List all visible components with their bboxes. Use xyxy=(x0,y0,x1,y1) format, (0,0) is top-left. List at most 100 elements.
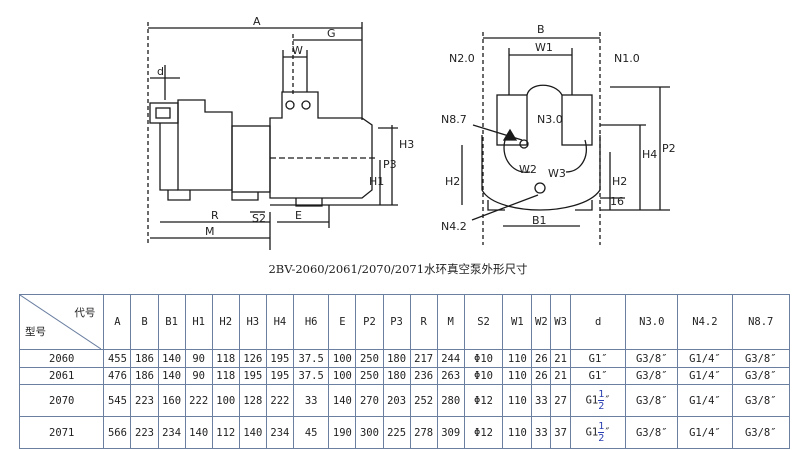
dim-label-h4: H4 xyxy=(642,148,657,161)
table-cell: 195 xyxy=(265,367,294,385)
table-cell: 33 xyxy=(531,384,552,417)
column-header: H4 xyxy=(265,294,294,350)
table-cell: 26 xyxy=(531,367,552,385)
table-cell: 21 xyxy=(550,367,572,385)
column-header: H2 xyxy=(211,294,240,350)
column-header: S2 xyxy=(463,294,504,350)
table-cell: 309 xyxy=(436,416,465,449)
table-cell: 180 xyxy=(382,367,411,385)
dim-label-a: A xyxy=(253,15,261,28)
table-cell: 100 xyxy=(328,349,357,368)
dim-label-p3: P3 xyxy=(383,158,397,171)
column-header: N3.0 xyxy=(625,294,679,350)
table-cell: 33 xyxy=(531,416,552,449)
table-cell: 186 xyxy=(130,367,159,385)
side-view xyxy=(147,22,398,250)
table-row: 2061 476 186 140 90 118 195 195 37.5 100… xyxy=(18,367,790,385)
column-header: A xyxy=(103,294,132,350)
pump-outline-drawing: A G W d H3 H1 P3 R S2 E M B W1 N2.0 N1.0… xyxy=(147,15,676,250)
table-cell: 263 xyxy=(436,367,465,385)
table-cell: G3/8″ xyxy=(625,416,679,449)
table-cell: 126 xyxy=(238,349,267,368)
table-corner-cell: 代号 型号 xyxy=(18,294,105,350)
table-cell: 222 xyxy=(265,384,294,417)
table-cell: 112 xyxy=(211,416,240,449)
table-cell: 90 xyxy=(184,367,213,385)
table-cell: 140 xyxy=(328,384,357,417)
d-suffix: ″ xyxy=(604,394,611,407)
technical-drawing: A G W d H3 H1 P3 R S2 E M B W1 N2.0 N1.0… xyxy=(147,15,676,250)
table-cell: G3/8″ xyxy=(731,416,790,449)
dim-label-r: R xyxy=(211,209,219,222)
table-row: 2060 455 186 140 90 118 126 195 37.5 100… xyxy=(18,349,790,368)
table-cell: 140 xyxy=(157,367,186,385)
d-suffix: ″ xyxy=(604,426,611,439)
column-header: R xyxy=(409,294,438,350)
column-header: W1 xyxy=(502,294,533,350)
model-label: 型号 xyxy=(25,326,46,338)
table-cell: G1″ xyxy=(570,349,627,368)
table-cell: 280 xyxy=(436,384,465,417)
table-cell: 37.5 xyxy=(292,349,330,368)
fraction-numerator: 1 xyxy=(598,389,605,401)
table-cell: 110 xyxy=(502,349,533,368)
dim-label-h1: H1 xyxy=(369,175,384,188)
column-header: E xyxy=(328,294,357,350)
table-cell: G3/8″ xyxy=(625,367,679,385)
dim-label-g: G xyxy=(327,27,336,40)
column-header: B xyxy=(130,294,159,350)
table-cell: 545 xyxy=(103,384,132,417)
model-cell: 2060 xyxy=(18,349,105,368)
table-cell: 100 xyxy=(211,384,240,417)
model-cell: 2061 xyxy=(18,367,105,385)
table-cell: 222 xyxy=(184,384,213,417)
dim-label-s2: S2 xyxy=(252,212,266,225)
table-cell: Φ10 xyxy=(463,349,504,368)
fraction-numerator: 1 xyxy=(598,421,605,433)
table-cell: 250 xyxy=(355,349,384,368)
column-header: P3 xyxy=(382,294,411,350)
table-cell: 244 xyxy=(436,349,465,368)
table-row: 2070 545 223 160 222 100 128 222 33 140 … xyxy=(18,384,790,417)
table-cell: G1/4″ xyxy=(677,384,733,417)
column-header: H6 xyxy=(292,294,330,350)
dim-label-h3: H3 xyxy=(399,138,414,151)
column-header: M xyxy=(436,294,465,350)
table-cell: 140 xyxy=(238,416,267,449)
column-header: W2 xyxy=(531,294,552,350)
table-cell: G1″ xyxy=(570,367,627,385)
table-cell: 186 xyxy=(130,349,159,368)
table-cell: 110 xyxy=(502,384,533,417)
dim-label-m: M xyxy=(205,225,215,238)
table-cell: 223 xyxy=(130,416,159,449)
column-header: H3 xyxy=(238,294,267,350)
table-cell: G3/8″ xyxy=(731,349,790,368)
table-cell: 110 xyxy=(502,367,533,385)
table-cell: 21 xyxy=(550,349,572,368)
dim-label-p2: P2 xyxy=(662,142,676,155)
table-cell: G1/4″ xyxy=(677,367,733,385)
port-label-n4-2: N4.2 xyxy=(441,220,467,233)
table-cell: 140 xyxy=(184,416,213,449)
column-header: W3 xyxy=(550,294,572,350)
dim-label-e: E xyxy=(295,209,302,222)
table-cell: 37 xyxy=(550,416,572,449)
table-cell: 223 xyxy=(130,384,159,417)
table-cell: 252 xyxy=(409,384,438,417)
diagonal-divider xyxy=(20,295,101,349)
table-cell: G3/8″ xyxy=(731,384,790,417)
table-cell: 278 xyxy=(409,416,438,449)
table-cell: 118 xyxy=(211,367,240,385)
column-header: d xyxy=(570,294,627,350)
d-prefix: G1 xyxy=(585,394,599,407)
table-cell: Φ12 xyxy=(463,384,504,417)
table-cell: 234 xyxy=(265,416,294,449)
table-cell: 128 xyxy=(238,384,267,417)
port-label-n3-0: N3.0 xyxy=(537,113,563,126)
table-cell: 225 xyxy=(382,416,411,449)
code-label: 代号 xyxy=(74,307,96,319)
column-header: N4.2 xyxy=(677,294,733,350)
table-cell: 100 xyxy=(328,367,357,385)
